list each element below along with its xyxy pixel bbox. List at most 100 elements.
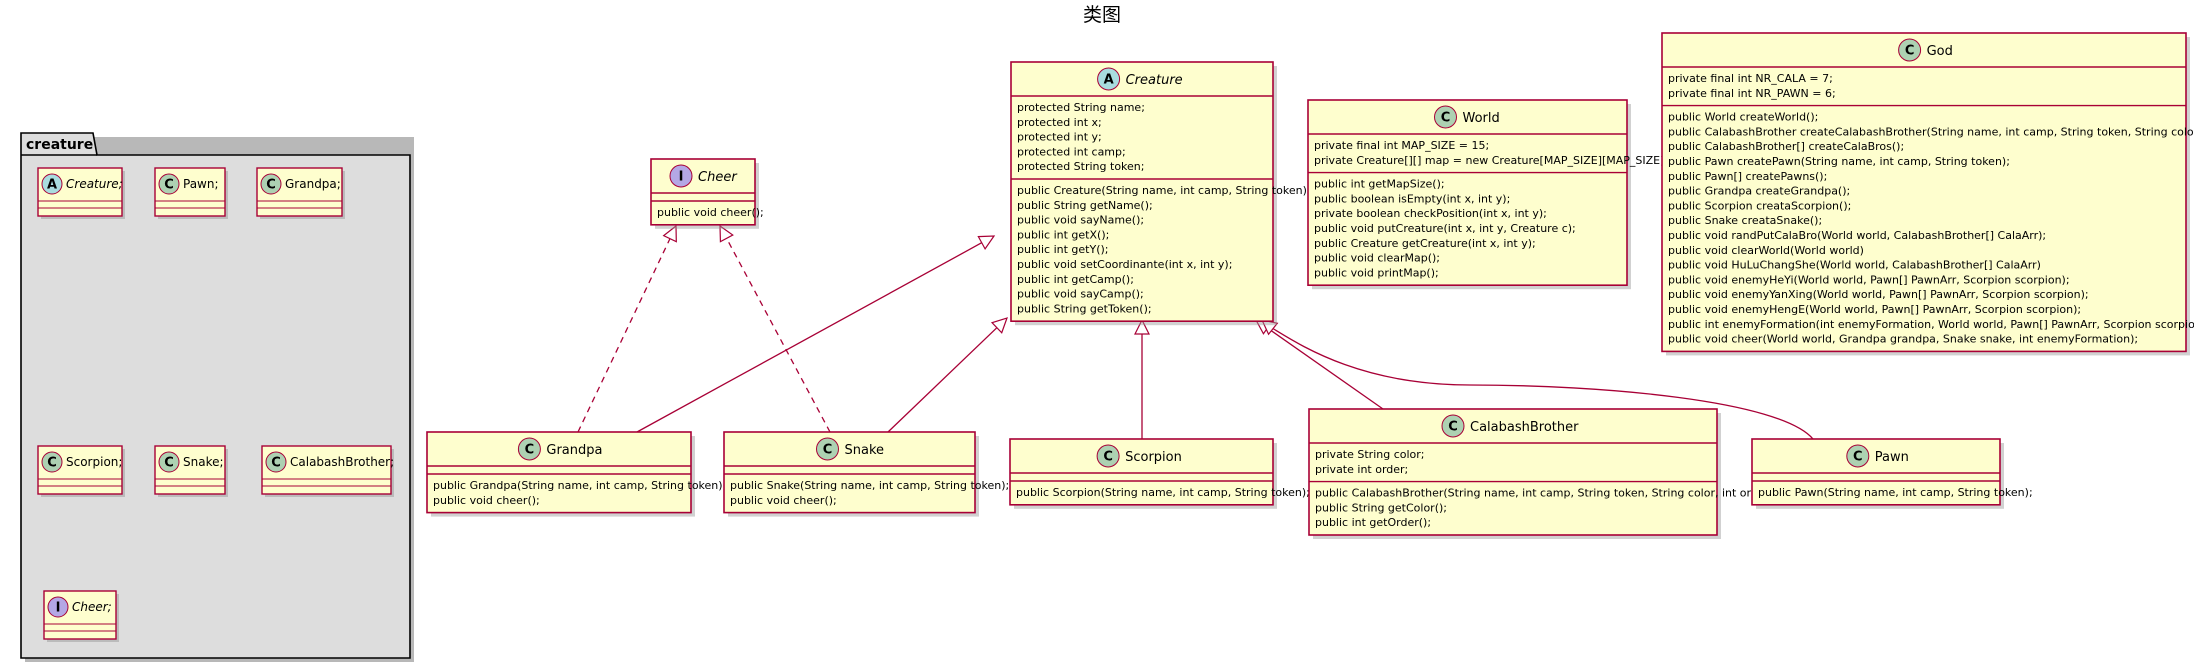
- field-row: protected String name;: [1017, 101, 1145, 114]
- field-row: protected int x;: [1017, 116, 1102, 129]
- method-row: public void printMap();: [1314, 266, 1439, 279]
- package-label: creature: [26, 137, 93, 153]
- svg-text:C: C: [525, 443, 535, 458]
- package-item-interface-icon: I: [47, 596, 69, 618]
- class-name: Scorpion: [1125, 450, 1182, 465]
- method-row: public int getOrder();: [1315, 516, 1431, 529]
- svg-text:C: C: [271, 456, 281, 471]
- method-row: public int getCamp();: [1017, 273, 1134, 286]
- method-row: public boolean isEmpty(int x, int y);: [1314, 192, 1510, 205]
- method-row: private boolean checkPosition(int x, int…: [1314, 207, 1547, 220]
- class-stereotype-icon: C: [517, 437, 541, 461]
- method-row: public void randPutCalaBro(World world, …: [1668, 229, 2046, 242]
- relation-scorpion-creature: [1134, 318, 1150, 439]
- class-name: Pawn: [1875, 450, 1909, 465]
- method-row: public void clearMap();: [1314, 252, 1440, 265]
- field-row: private final int MAP_SIZE = 15;: [1314, 139, 1489, 152]
- method-row: public Scorpion(String name, int camp, S…: [1016, 486, 1310, 499]
- method-row: public World createWorld();: [1668, 111, 1818, 124]
- field-row: protected int camp;: [1017, 145, 1126, 158]
- method-row: public Creature getCreature(int x, int y…: [1314, 237, 1536, 250]
- package-item-class-icon: C: [158, 451, 180, 473]
- class-name: CalabashBrother: [1470, 420, 1579, 435]
- field-row: private final int NR_PAWN = 6;: [1668, 87, 1836, 100]
- method-row: public int getX();: [1017, 228, 1109, 241]
- relation-snake-creature: [887, 317, 1008, 433]
- method-row: public Pawn(String name, int camp, Strin…: [1758, 486, 2033, 499]
- method-row: public void cheer();: [433, 494, 540, 507]
- field-row: private final int NR_CALA = 7;: [1668, 72, 1833, 85]
- svg-text:C: C: [823, 443, 833, 458]
- method-row: public Grandpa(String name, int camp, St…: [433, 479, 726, 492]
- relation-grandpa-cheer: [577, 224, 677, 433]
- svg-text:C: C: [266, 178, 276, 193]
- package-frame: [20, 132, 411, 659]
- svg-text:A: A: [1104, 73, 1114, 88]
- method-row: public CalabashBrother[] createCalaBros(…: [1668, 140, 1904, 153]
- class-grandpa: C Grandpa public Grandpa(String name, int …: [426, 431, 726, 517]
- field-row: protected String token;: [1017, 160, 1144, 173]
- field-row: protected int y;: [1017, 131, 1102, 144]
- method-row: public String getToken();: [1017, 302, 1152, 315]
- method-row: public Pawn createPawn(String name, int …: [1668, 155, 2010, 168]
- class-name: God: [1927, 44, 1953, 59]
- svg-text:C: C: [164, 456, 174, 471]
- class-stereotype-icon: C: [1846, 444, 1870, 468]
- svg-text:A: A: [47, 178, 57, 193]
- method-row: public Grandpa createGrandpa();: [1668, 185, 1850, 198]
- method-row: public Pawn[] createPawns();: [1668, 170, 1827, 183]
- method-row: public String getColor();: [1315, 501, 1447, 514]
- package-item-abstract-icon: A: [41, 173, 63, 195]
- package-item-class-icon: C: [265, 451, 287, 473]
- class-name: World: [1463, 111, 1500, 126]
- abstract-stereotype-icon: A: [1097, 67, 1121, 91]
- relation-snake-cheer: [719, 224, 831, 433]
- svg-text:C: C: [1905, 44, 1915, 59]
- package-item-class-icon: C: [260, 173, 282, 195]
- method-row: public int enemyFormation(int enemyForma…: [1668, 318, 2194, 331]
- classes-layer: A Creature protected String name; protected…: [426, 32, 2194, 539]
- method-row: public int getY();: [1017, 243, 1109, 256]
- class-stereotype-icon: C: [1441, 414, 1465, 438]
- method-row: public void sayCamp();: [1017, 288, 1144, 301]
- class-name: Creature: [1126, 73, 1183, 88]
- package-item-class-icon: C: [41, 451, 63, 473]
- method-row: public Scorpion creataScorpion();: [1668, 199, 1851, 212]
- svg-text:I: I: [56, 601, 61, 616]
- method-row: public CalabashBrother createCalabashBro…: [1668, 125, 2194, 138]
- svg-text:C: C: [1441, 111, 1451, 126]
- method-row: public Snake creataSnake();: [1668, 214, 1822, 227]
- interface-stereotype-icon: I: [669, 164, 693, 188]
- package-item-snake: C Snake;: [154, 445, 228, 497]
- method-row: public CalabashBrother(String name, int …: [1315, 487, 1777, 500]
- relation-grandpa-creature: [636, 235, 996, 433]
- method-row: public void cheer();: [657, 206, 764, 219]
- method-row: public void cheer(World world, Grandpa g…: [1668, 333, 2138, 346]
- svg-text:C: C: [47, 456, 57, 471]
- relation-calabash-creature: [1254, 319, 1384, 410]
- method-row: public void setCoordinante(int x, int y)…: [1017, 258, 1232, 271]
- method-row: public Snake(String name, int camp, Stri…: [730, 479, 1009, 492]
- package-item-label: Snake;: [183, 455, 224, 469]
- class-world: C World private final int MAP_SIZE = 15; pr…: [1307, 99, 1668, 290]
- method-row: public void sayName();: [1017, 214, 1144, 227]
- method-row: public void cheer();: [730, 494, 837, 507]
- class-name: Grandpa: [546, 443, 602, 458]
- svg-text:C: C: [1103, 450, 1113, 465]
- method-row: public String getName();: [1017, 199, 1153, 212]
- method-row: public Creature(String name, int camp, S…: [1017, 184, 1311, 197]
- package-item-label: Pawn;: [183, 177, 219, 191]
- method-row: public void clearWorld(World world): [1668, 244, 1864, 257]
- package-item-class-icon: C: [158, 173, 180, 195]
